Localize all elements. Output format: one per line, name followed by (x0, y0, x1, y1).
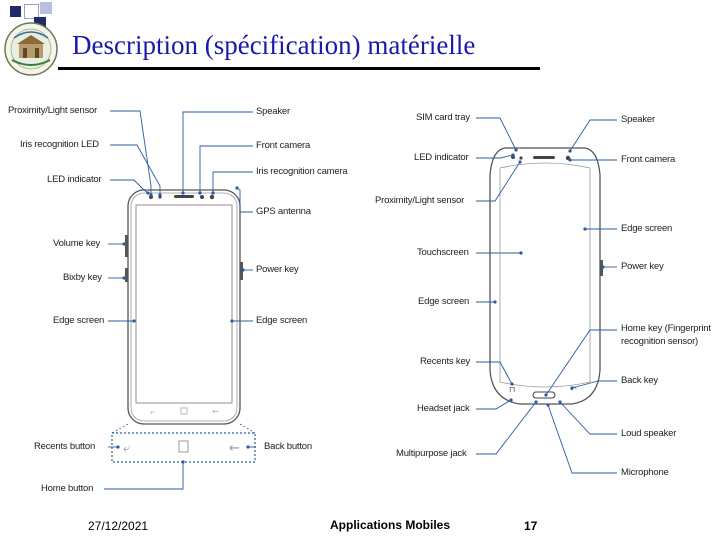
decorative-square (24, 4, 39, 19)
label-microphone: Microphone (621, 467, 669, 478)
label-led-indicator-right: LED indicator (414, 152, 469, 163)
institution-logo (4, 22, 58, 76)
label-sim-tray: SIM card tray (416, 112, 470, 123)
footer-course-name: Applications Mobiles (330, 518, 451, 532)
label-touchscreen: Touchscreen (417, 247, 469, 258)
label-recents-button: Recents button (34, 441, 96, 452)
nav-bar-zoom (111, 432, 256, 463)
label-power-key-right: Power key (621, 261, 664, 272)
label-iris-led: Iris recognition LED (20, 139, 99, 150)
label-back-button: Back button (264, 441, 312, 452)
label-front-camera-right: Front camera (621, 154, 676, 165)
label-edge-screen-right: Edge screen (256, 315, 308, 326)
svg-text:⤶: ⤶ (123, 441, 131, 456)
title-underline (58, 67, 540, 70)
label-led-indicator: LED indicator (47, 174, 102, 185)
slide-title: Description (spécification) matérielle (72, 30, 476, 60)
svg-text:↶: ↶ (569, 385, 577, 394)
right-phone-body (489, 147, 601, 405)
label-gps-antenna: GPS antenna (256, 206, 311, 217)
svg-text:←: ← (212, 407, 219, 416)
label-edge-screen-right-side: Edge screen (621, 223, 673, 234)
decorative-square (40, 2, 52, 14)
label-speaker: Speaker (256, 106, 290, 117)
label-multipurpose-jack: Multipurpose jack (396, 448, 467, 459)
label-power-key: Power key (256, 264, 299, 275)
svg-text:←: ← (229, 441, 240, 456)
label-home-button: Home button (41, 483, 94, 494)
svg-text:⊓: ⊓ (509, 385, 515, 394)
label-volume-key: Volume key (53, 238, 101, 249)
label-iris-camera: Iris recognition camera (256, 166, 348, 177)
label-recents-key: Recents key (420, 356, 471, 367)
label-edge-screen-left: Edge screen (53, 315, 105, 326)
footer-date: 27/12/2021 (88, 519, 149, 533)
label-loud-speaker: Loud speaker (621, 428, 677, 439)
label-home-key-line2: recognition sensor) (621, 336, 698, 347)
left-phone-screen (135, 204, 233, 404)
page-number: 17 (524, 519, 538, 533)
label-speaker-right: Speaker (621, 114, 655, 125)
svg-text:⤶: ⤶ (150, 407, 155, 416)
decorative-square (10, 6, 21, 17)
label-proximity-sensor: Proximity/Light sensor (8, 105, 98, 116)
label-headset-jack: Headset jack (417, 403, 470, 414)
label-bixby-key: Bixby key (63, 272, 102, 283)
label-front-camera: Front camera (256, 140, 311, 151)
label-edge-screen-right-phone: Edge screen (418, 296, 470, 307)
label-proximity-sensor-right: Proximity/Light sensor (375, 195, 465, 206)
label-home-key-line1: Home key (Fingerprint (621, 323, 711, 334)
label-back-key: Back key (621, 375, 658, 386)
